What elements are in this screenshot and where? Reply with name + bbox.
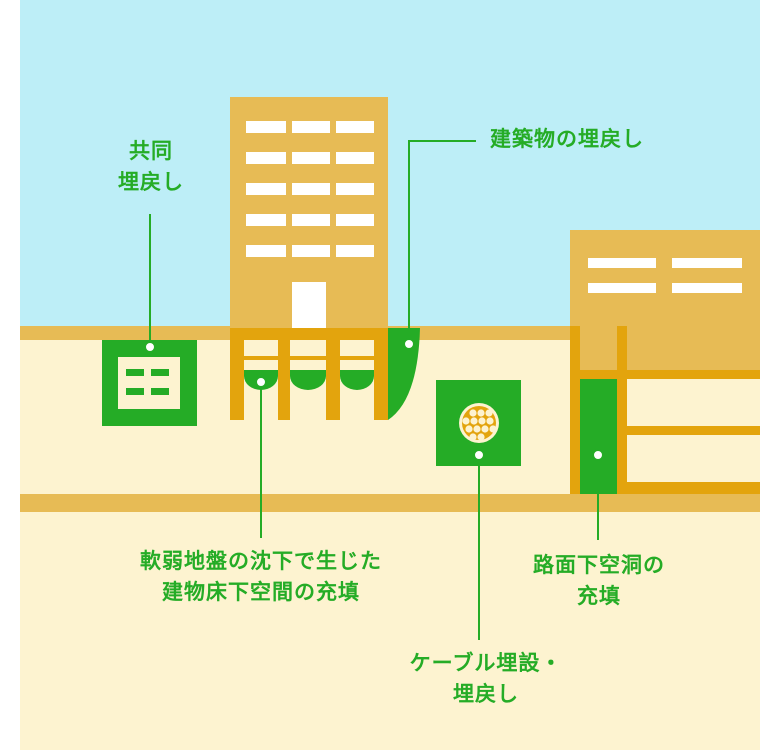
label-soft-ground: 軟弱地盤の沈下で生じた 建物床下空間の充填 [108,546,414,608]
label-joint-backfill-line2: 埋戻し [118,170,184,194]
label-joint-backfill: 共同 埋戻し [110,136,192,198]
tall-building [230,97,388,328]
label-road-cavity-line2: 充填 [577,584,621,608]
leader-lines [149,140,599,640]
building-door [292,282,326,328]
label-road-cavity-line1: 路面下空洞の [533,553,665,577]
leader-dots [144,338,604,461]
label-cable-line1: ケーブル埋設・ [409,651,563,675]
label-cable: ケーブル埋設・ 埋戻し [394,648,578,710]
label-cable-line2: 埋戻し [453,682,519,706]
utility-tunnel [102,340,197,426]
label-joint-backfill-line1: 共同 [129,139,173,163]
building-side-backfill [388,328,420,420]
label-soft-ground-line1: 軟弱地盤の沈下で生じた [140,549,382,573]
label-soft-ground-line2: 建物床下空間の充填 [162,580,360,604]
label-building-backfill-text: 建築物の埋戻し [490,127,644,151]
building-foundation [230,328,388,420]
label-building-backfill: 建築物の埋戻し [490,124,644,155]
building-windows [246,121,374,257]
road-layer [20,494,760,512]
label-road-cavity: 路面下空洞の 充填 [512,550,686,612]
